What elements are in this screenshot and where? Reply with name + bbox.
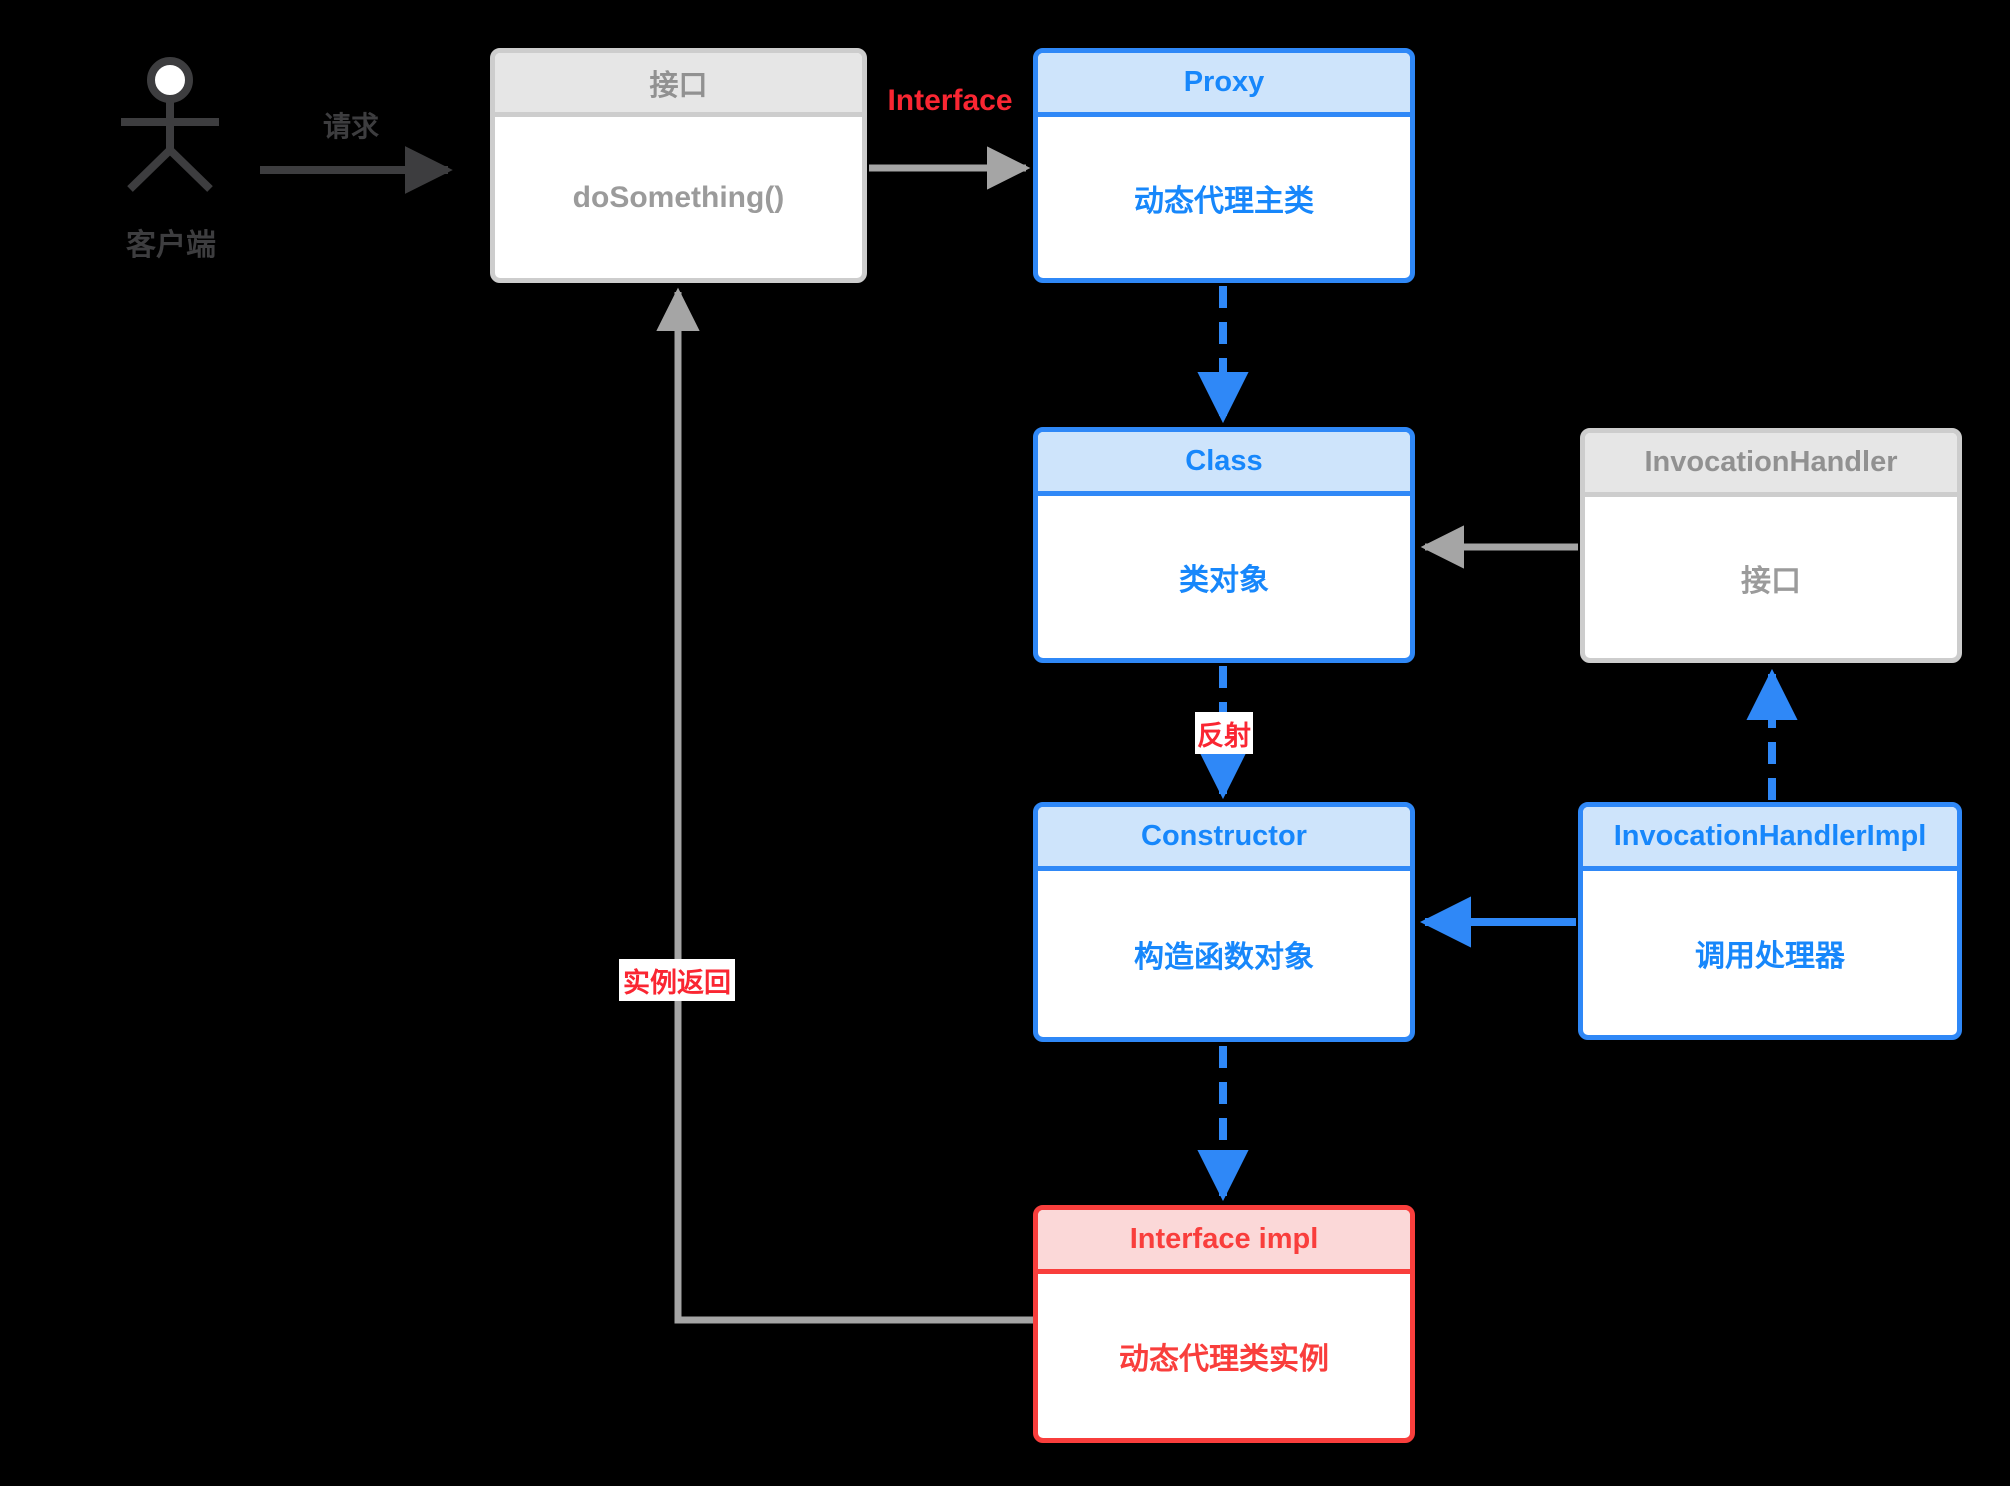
node-class-title: Class xyxy=(1038,432,1410,496)
node-interface-body: doSomething() xyxy=(572,180,785,214)
node-proxy-title: Proxy xyxy=(1038,53,1410,117)
edge-label-request: 请求 xyxy=(322,111,379,142)
node-interface-title: 接口 xyxy=(495,53,862,117)
node-proxy-body: 动态代理主类 xyxy=(1134,184,1314,218)
arrow-instance-return xyxy=(656,287,1033,1324)
node-invocation-handler-body: 接口 xyxy=(1741,564,1801,598)
edge-label-instance-return: 实例返回 xyxy=(619,959,735,1001)
node-interface: 接口 doSomething() xyxy=(490,48,867,283)
node-constructor-title: Constructor xyxy=(1038,807,1410,871)
edge-label-reflection: 反射 xyxy=(1195,712,1253,754)
node-constructor: Constructor 构造函数对象 xyxy=(1033,802,1415,1042)
node-interface-impl-title: Interface impl xyxy=(1038,1210,1410,1274)
node-interface-impl-body: 动态代理类实例 xyxy=(1119,1343,1329,1376)
node-invocation-handler-title: InvocationHandler xyxy=(1585,433,1957,497)
node-invocation-handler: InvocationHandler 接口 xyxy=(1580,428,1962,663)
edge-label-interface: Interface xyxy=(887,84,1013,117)
node-invocation-handler-impl-title: InvocationHandlerImpl xyxy=(1583,807,1957,871)
client-actor-icon xyxy=(121,57,219,192)
client-actor-label: 客户端 xyxy=(126,229,216,262)
node-invocation-handler-impl: InvocationHandlerImpl 调用处理器 xyxy=(1578,802,1962,1040)
node-class-body: 类对象 xyxy=(1179,564,1269,597)
node-interface-impl: Interface impl 动态代理类实例 xyxy=(1033,1205,1415,1443)
node-proxy: Proxy 动态代理主类 xyxy=(1033,48,1415,283)
node-class: Class 类对象 xyxy=(1033,427,1415,663)
node-invocation-handler-impl-body: 调用处理器 xyxy=(1695,940,1845,973)
node-constructor-body: 构造函数对象 xyxy=(1134,941,1314,974)
